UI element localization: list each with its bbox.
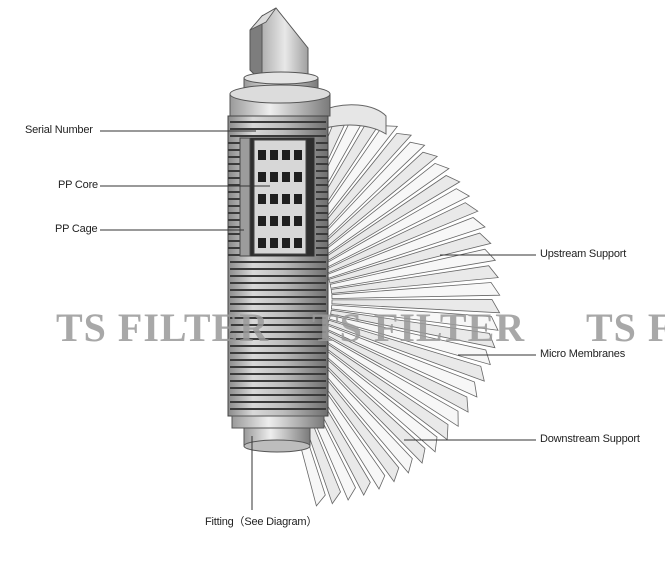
watermark-text-1: TS FILTER [56,305,270,350]
cage-ribs [228,121,328,410]
membrane-pleat [328,314,491,366]
pleated-membrane-fan [279,106,501,507]
label-serial-number: Serial Number [25,124,93,136]
core-hole [294,216,302,226]
core-hole [282,150,290,160]
core-hole [282,194,290,204]
bottom-fitting [231,415,325,453]
core-hole [282,172,290,182]
watermark-text-2: TS FILTER [312,305,526,350]
pp-core-perforations [258,150,302,248]
membrane-pleat [330,265,499,294]
core-hole [294,194,302,204]
core-hole [258,194,266,204]
core-hole [258,172,266,182]
core-hole [270,194,278,204]
membrane-pleat [331,282,501,300]
label-downstream-support: Downstream Support [540,433,640,445]
top-end-cap [229,71,331,117]
watermark-text-3: TS F [586,305,665,350]
membrane-pleat [331,299,501,314]
core-hole [270,216,278,226]
label-fitting: Fitting（See Diagram） [205,516,318,528]
core-hole [258,238,266,248]
membrane-pleat [330,309,496,349]
core-hole [294,172,302,182]
membrane-pleat [330,304,499,331]
core-hole [270,172,278,182]
membrane-pleat [329,248,497,289]
label-upstream-support: Upstream Support [540,248,627,260]
core-hole [270,150,278,160]
upstream-support-band [317,104,387,135]
core-hole [270,238,278,248]
core-hole [294,150,302,160]
core-hole [294,238,302,248]
core-hole [258,150,266,160]
leader-lines [100,130,536,510]
cutaway-window [239,137,315,257]
label-pp-cage: PP Cage [55,223,98,235]
label-micro-membranes: Micro Membranes [540,348,626,360]
core-hole [282,216,290,226]
membrane-pleat [328,232,492,284]
core-hole [258,216,266,226]
core-hole [282,238,290,248]
label-pp-core: PP Core [58,179,98,191]
top-fin [249,7,309,84]
